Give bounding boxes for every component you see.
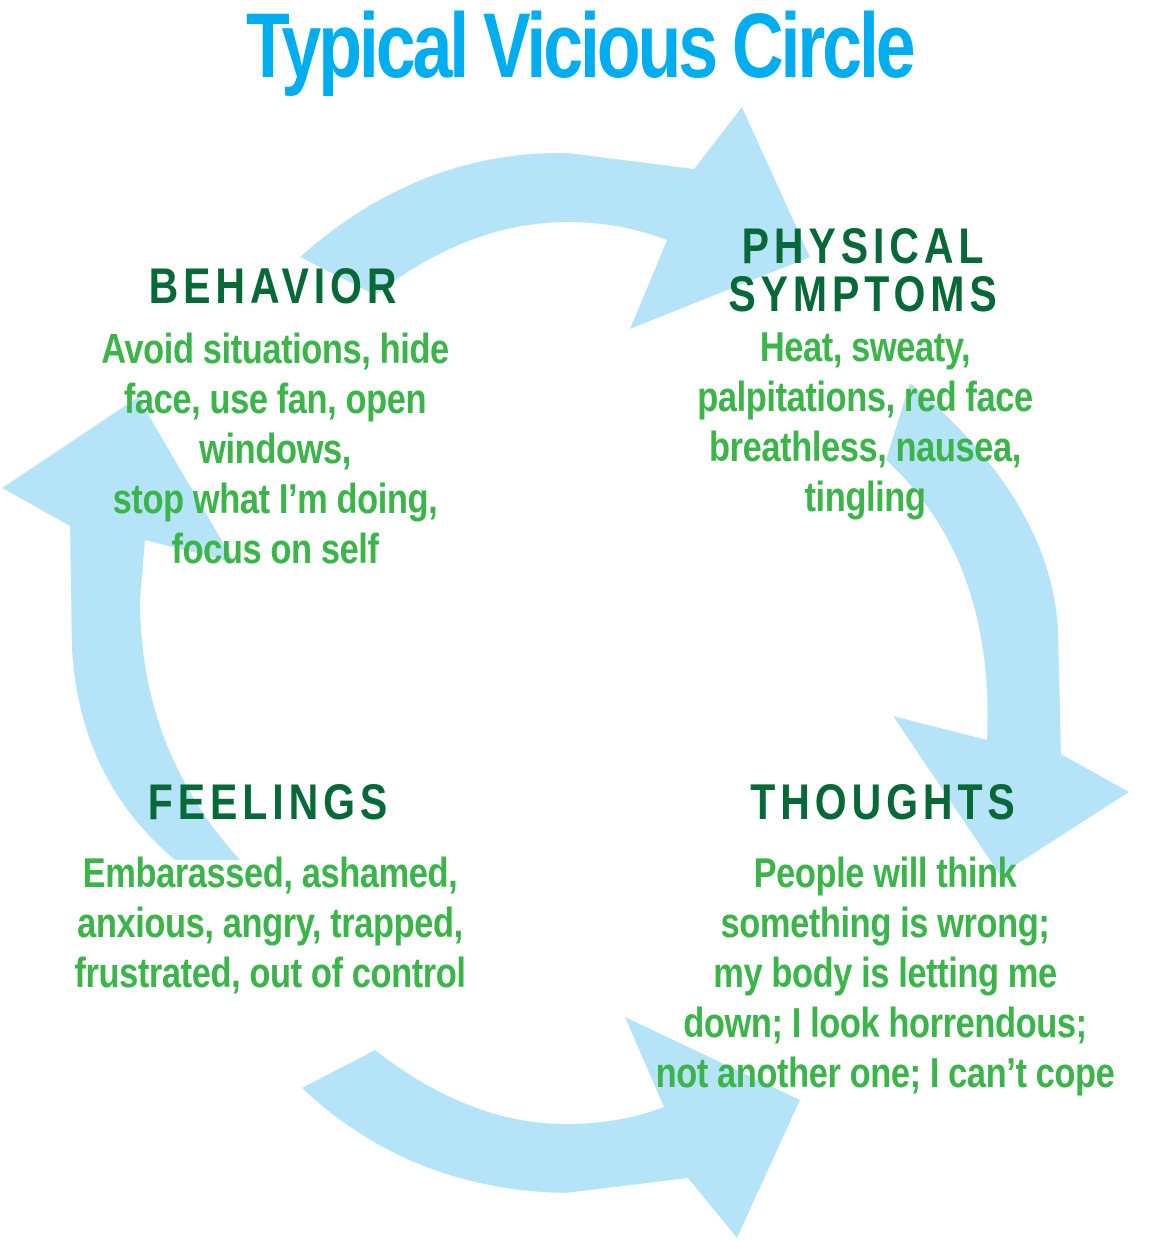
- node-thoughts: THOUGHTS People will think something is …: [600, 774, 1161, 1098]
- behavior-line: face, use fan, open: [123, 375, 427, 422]
- physical-line: breathless, nausea,: [709, 423, 1021, 470]
- thoughts-line: my body is letting me: [713, 949, 1057, 996]
- behavior-line: stop what I’m doing,: [112, 475, 438, 522]
- thoughts-line: not another one; I can’t cope: [655, 1049, 1115, 1096]
- arrow-feelings-to-behavior: [2, 397, 240, 860]
- physical-text: Heat, sweaty, palpitations, red face bre…: [648, 322, 1083, 522]
- physical-line: Heat, sweaty,: [759, 323, 971, 370]
- arrow-thoughts-to-feelings: [302, 1017, 800, 1238]
- thoughts-heading: THOUGHTS: [750, 774, 1020, 830]
- physical-line: tingling: [804, 473, 926, 520]
- feelings-text: Embarassed, ashamed, anxious, angry, tra…: [57, 848, 483, 998]
- physical-line: palpitations, red face: [697, 373, 1033, 420]
- physical-heading-line: SYMPTOMS: [728, 266, 1002, 322]
- behavior-line: windows,: [199, 425, 351, 472]
- behavior-line: focus on self: [171, 525, 379, 572]
- feelings-line: anxious, angry, trapped,: [77, 899, 463, 946]
- physical-heading-line: PHYSICAL: [741, 218, 989, 274]
- arrow-physical-to-thoughts: [886, 383, 1129, 875]
- feelings-line: frustrated, out of control: [74, 949, 466, 996]
- thoughts-text: People will think something is wrong; my…: [651, 848, 1118, 1098]
- physical-heading: PHYSICAL SYMPTOMS: [648, 218, 1083, 322]
- node-physical-symptoms: PHYSICAL SYMPTOMS Heat, sweaty, palpitat…: [600, 218, 1130, 522]
- arrow-behavior-to-physical: [300, 107, 810, 329]
- node-behavior: BEHAVIOR Avoid situations, hide face, us…: [20, 258, 530, 574]
- behavior-line: Avoid situations, hide: [101, 325, 449, 372]
- behavior-text: Avoid situations, hide face, use fan, op…: [66, 324, 484, 574]
- feelings-heading: FEELINGS: [147, 774, 393, 830]
- thoughts-line: something is wrong;: [720, 899, 1050, 946]
- thoughts-line: People will think: [753, 849, 1017, 896]
- node-feelings: FEELINGS Embarassed, ashamed, anxious, a…: [10, 774, 530, 998]
- behavior-heading: BEHAVIOR: [148, 258, 402, 314]
- thoughts-line: down; I look horrendous;: [683, 999, 1087, 1046]
- page-title: Typical Vicious Circle: [246, 0, 916, 97]
- feelings-line: Embarassed, ashamed,: [82, 849, 458, 896]
